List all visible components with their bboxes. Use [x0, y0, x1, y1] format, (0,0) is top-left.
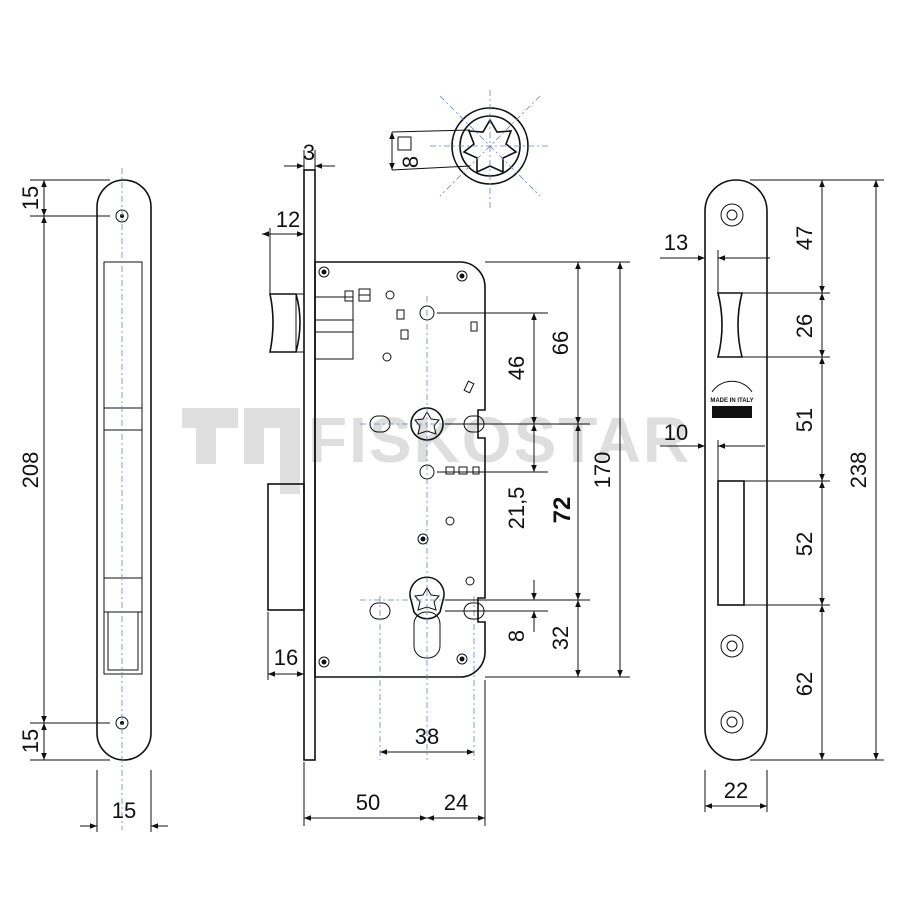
- dim-strike-latch-height: 26: [792, 314, 817, 338]
- dim-body-depth: 24: [444, 790, 468, 815]
- dim-strike-bottom-to-hole: 62: [792, 672, 817, 696]
- spindle-size-label: 8: [398, 156, 423, 168]
- dim-strike-width: 22: [724, 778, 748, 803]
- dim-backset: 50: [356, 790, 380, 815]
- watermark-text: FISKOSTAR: [308, 404, 691, 476]
- dim-bottom-hole-offset: 15: [18, 729, 43, 753]
- dim-strike-total-height: 238: [846, 452, 871, 489]
- dim-strike-bolt-inset: 10: [664, 420, 688, 445]
- strike-stamp-text: MADE IN ITALY: [710, 398, 753, 404]
- dim-case-height: 170: [590, 452, 615, 489]
- dim-handle-to-cylinder: 72: [549, 497, 576, 524]
- strike-plate: MADE IN ITALY: [704, 179, 768, 761]
- dim-backset-holes: 38: [415, 724, 439, 749]
- dim-handle-to-small-hole: 21,5: [504, 487, 529, 530]
- dim-strike-bolt-height: 52: [792, 532, 817, 556]
- dimension-strike-plate: [660, 179, 884, 812]
- faceplate-left: [96, 168, 152, 830]
- spindle-detail: [389, 90, 550, 208]
- dim-latch-projection: 12: [276, 207, 300, 232]
- dim-strike-latch-width: 13: [664, 230, 688, 255]
- dimension-faceplate-left: [30, 179, 168, 832]
- dim-faceplate-thickness: 3: [303, 140, 315, 165]
- dim-cylinder-offset: 8: [504, 630, 529, 642]
- dim-cylinder-to-bottom: 32: [548, 626, 573, 650]
- dim-strike-latch-from-top: 47: [792, 226, 817, 250]
- dim-bolt-projection: 16: [274, 645, 298, 670]
- lock-body: [267, 169, 500, 761]
- dim-handle-to-top: 46: [504, 356, 529, 380]
- dim-strike-gap-middle: 51: [792, 408, 817, 432]
- watermark-logo: [182, 408, 300, 494]
- dim-hole-spacing: 208: [18, 452, 43, 489]
- dim-faceplate-width: 15: [112, 798, 136, 823]
- dim-handle-to-case-top: 66: [548, 331, 573, 355]
- dim-top-hole-offset: 15: [18, 186, 43, 210]
- dimension-lock-body: [262, 150, 630, 826]
